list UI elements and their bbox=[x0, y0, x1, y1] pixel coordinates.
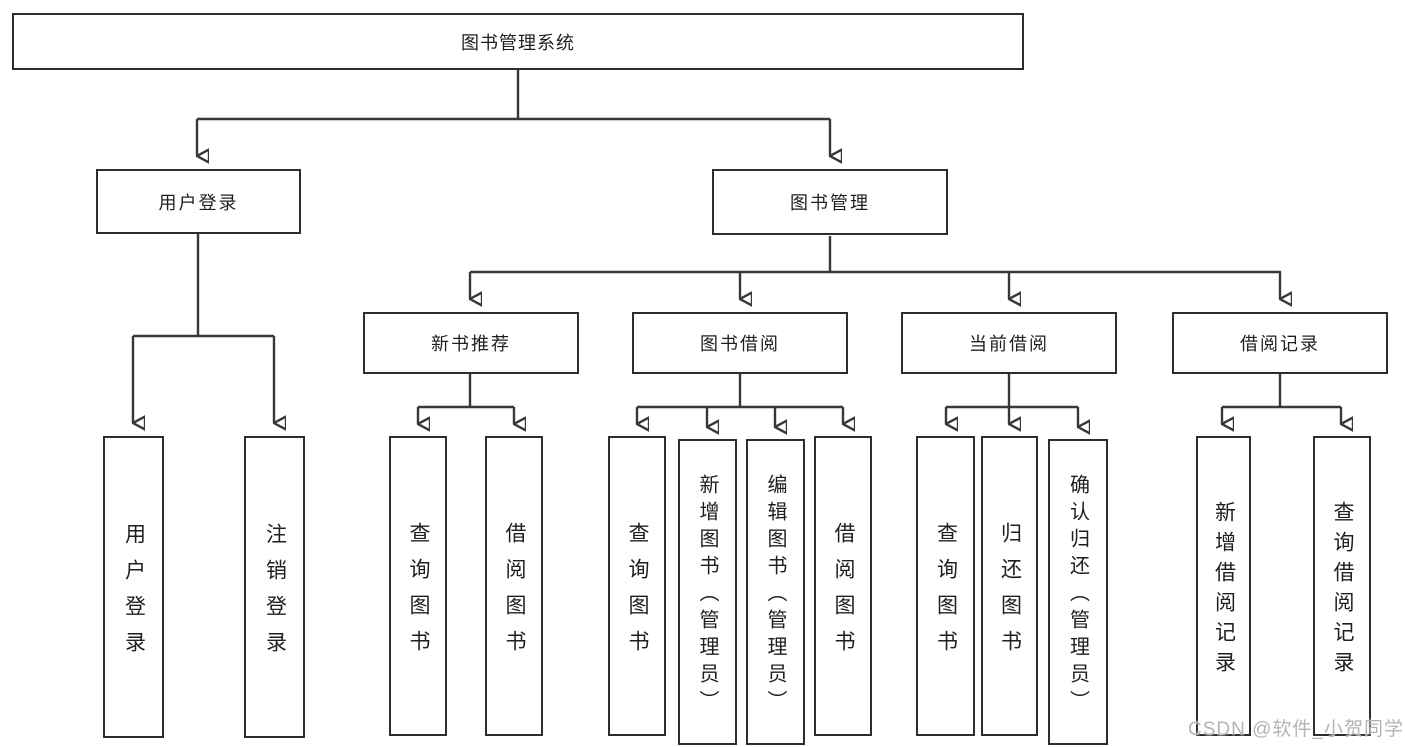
node-borrow-add-books-label: 新增图书（管理员） bbox=[696, 474, 718, 717]
node-borrow-edit-books-label: 编辑图书（管理员） bbox=[764, 474, 786, 717]
node-root: 图书管理系统 bbox=[12, 13, 1024, 70]
node-records-query-label: 查询借阅记录 bbox=[1331, 500, 1354, 681]
node-book-mgmt: 图书管理 bbox=[712, 169, 948, 235]
node-current-borrow: 当前借阅 bbox=[901, 312, 1117, 374]
node-records-query: 查询借阅记录 bbox=[1313, 436, 1371, 736]
node-borrow-lend-books: 借阅图书 bbox=[814, 436, 872, 736]
node-borrow-edit-books: 编辑图书（管理员） bbox=[746, 439, 805, 745]
node-book-borrow: 图书借阅 bbox=[632, 312, 848, 374]
node-current-query-books-label: 查询图书 bbox=[934, 521, 958, 666]
node-root-label: 图书管理系统 bbox=[461, 32, 575, 53]
node-login-label: 用户登录 bbox=[122, 522, 146, 667]
node-current-query-books: 查询图书 bbox=[916, 436, 975, 736]
node-borrow-records: 借阅记录 bbox=[1172, 312, 1388, 374]
node-rec-query-books: 查询图书 bbox=[389, 436, 447, 736]
node-current-return-books: 归还图书 bbox=[981, 436, 1038, 736]
node-current-return-books-label: 归还图书 bbox=[998, 521, 1022, 666]
node-borrow-query-books-label: 查询图书 bbox=[626, 521, 649, 666]
node-user-login-label: 用户登录 bbox=[158, 192, 239, 213]
node-borrow-records-label: 借阅记录 bbox=[1240, 334, 1320, 354]
node-logout-label: 注销登录 bbox=[263, 522, 287, 667]
node-records-add-label: 新增借阅记录 bbox=[1212, 500, 1236, 681]
node-borrow-query-books: 查询图书 bbox=[608, 436, 666, 736]
node-login: 用户登录 bbox=[103, 436, 164, 738]
node-rec-borrow-books: 借阅图书 bbox=[485, 436, 543, 736]
node-new-book-rec: 新书推荐 bbox=[363, 312, 579, 374]
csdn-watermark: CSDN @软件_小贺同学 bbox=[1188, 719, 1404, 740]
node-records-add: 新增借阅记录 bbox=[1196, 436, 1251, 736]
node-current-borrow-label: 当前借阅 bbox=[969, 334, 1049, 354]
node-current-confirm-return-label: 确认归还（管理员） bbox=[1066, 474, 1089, 717]
node-logout: 注销登录 bbox=[244, 436, 305, 738]
node-borrow-lend-books-label: 借阅图书 bbox=[832, 521, 855, 666]
node-book-mgmt-label: 图书管理 bbox=[790, 193, 870, 213]
node-rec-query-books-label: 查询图书 bbox=[407, 521, 430, 666]
node-current-confirm-return: 确认归还（管理员） bbox=[1048, 439, 1108, 745]
node-rec-borrow-books-label: 借阅图书 bbox=[503, 521, 526, 666]
node-borrow-add-books: 新增图书（管理员） bbox=[678, 439, 737, 745]
node-book-borrow-label: 图书借阅 bbox=[700, 334, 780, 354]
node-user-login: 用户登录 bbox=[96, 169, 301, 234]
node-new-book-rec-label: 新书推荐 bbox=[431, 334, 511, 354]
